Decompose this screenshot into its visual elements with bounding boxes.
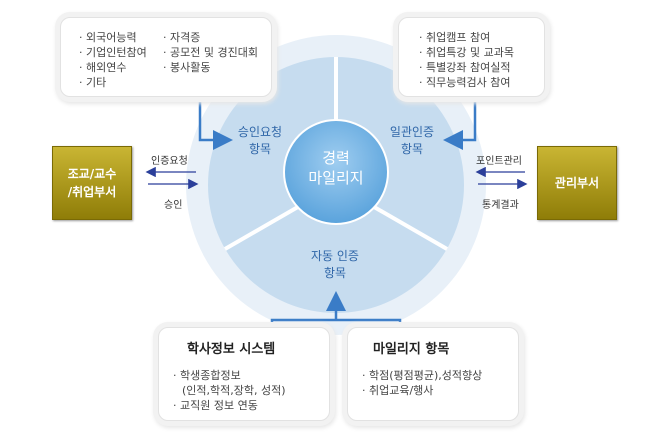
center-line1: 경력: [322, 149, 350, 167]
left-actor-box: 조교/교수/취업부서: [52, 146, 132, 220]
top-left-box: 외국어능력기업인턴참여해외연수기타 자격증공모전 및 경진대회봉사활동: [60, 17, 272, 97]
list: 취업캠프 참여취업특강 및 교과목특별강좌 참여실적직무능력검사 참여: [419, 30, 514, 90]
connector-bottom: [270, 296, 402, 325]
list-item: 봉사활동: [163, 60, 258, 75]
col1-list: 외국어능력기업인턴참여해외연수기타: [79, 30, 147, 90]
list-item: 자격증: [163, 30, 258, 45]
list-item: 교직원 정보 연동: [173, 398, 286, 413]
list: 학생종합정보 (인적,학적,장학, 성적) 교직원 정보 연동: [173, 368, 286, 413]
right-actor-box: 관리부서: [537, 146, 617, 220]
list-item: 취업특강 및 교과목: [419, 45, 514, 60]
list-item: 직무능력검사 참여: [419, 75, 514, 90]
seg-line: 항목: [248, 142, 272, 156]
connector-top-left: [198, 100, 233, 150]
actor-line: 조교/교수: [67, 167, 117, 181]
list-item: 취업캠프 참여: [419, 30, 514, 45]
list-item: 기타: [79, 75, 147, 90]
arrow-label-approve: 승인: [164, 200, 183, 211]
list-item: 특별강좌 참여실적: [419, 60, 514, 75]
bottom-right-box: 마일리지 항목 학점(평점평균),성적향상취업교육/행사: [347, 327, 519, 421]
list-item: 학생종합정보: [173, 368, 286, 383]
center-line2: 마일리지: [308, 169, 364, 187]
box-title: 마일리지 항목: [373, 342, 450, 357]
seg-line: 승인요청: [237, 125, 283, 139]
seg-line: 일관인증: [389, 125, 435, 139]
list-item: 외국어능력: [79, 30, 147, 45]
actor-label: 관리부서: [554, 176, 600, 190]
list-item: 해외연수: [79, 60, 147, 75]
bottom-left-box: 학사정보 시스템 학생종합정보 (인적,학적,장학, 성적) 교직원 정보 연동: [158, 327, 330, 421]
arrow-label-request: 인증요청: [151, 156, 188, 167]
center-circle: [283, 119, 389, 225]
seg-line: 항목: [400, 142, 424, 156]
box-title: 학사정보 시스템: [187, 342, 276, 357]
top-right-box: 취업캠프 참여취업특강 및 교과목특별강좌 참여실적직무능력검사 참여: [398, 17, 545, 97]
arrow-label-stats: 통계결과: [482, 200, 519, 211]
list-item: (인적,학적,장학, 성적): [182, 384, 286, 397]
col2-list: 자격증공모전 및 경진대회봉사활동: [163, 30, 258, 75]
seg-line: 항목: [323, 266, 347, 280]
list-item: 공모전 및 경진대회: [163, 45, 258, 60]
arrow-label-point: 포인트관리: [476, 156, 522, 167]
connector-top-right: [443, 100, 477, 150]
list-item: 학점(평점평균),성적향상: [362, 368, 482, 383]
list: 학점(평점평균),성적향상취업교육/행사: [362, 368, 482, 398]
list-item: 기업인턴참여: [79, 45, 147, 60]
seg-line: 자동 인증: [311, 249, 359, 263]
actor-line: /취업부서: [67, 185, 117, 199]
list-item: 취업교육/행사: [362, 383, 482, 398]
